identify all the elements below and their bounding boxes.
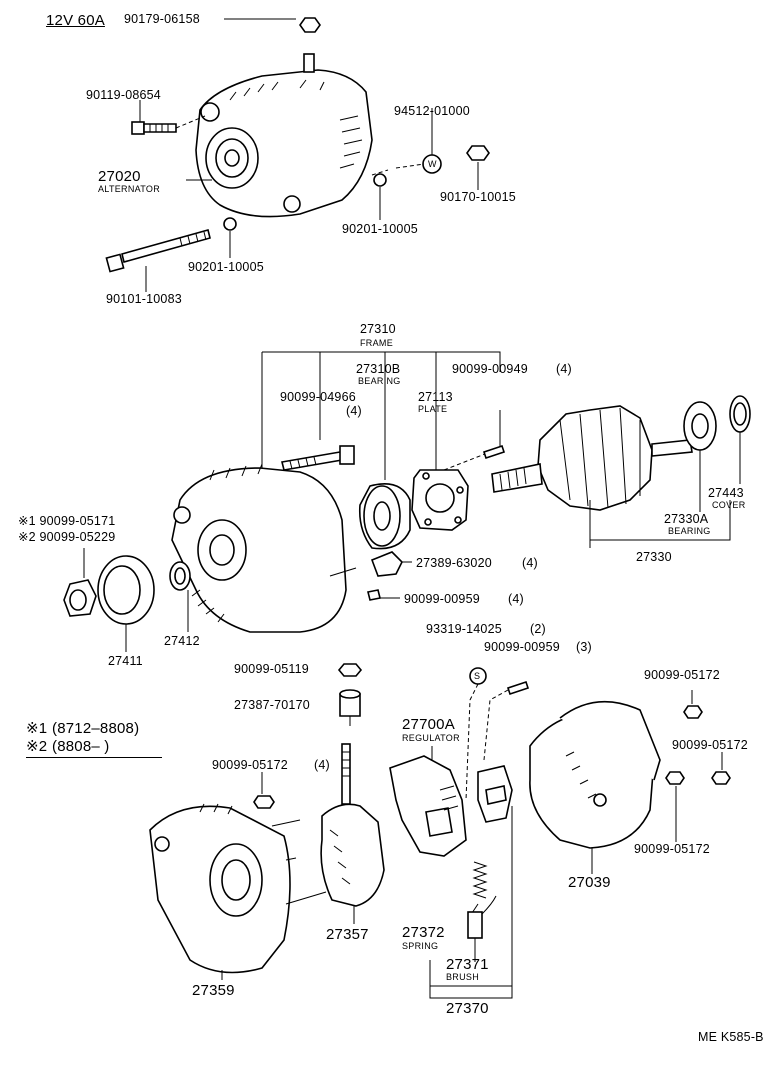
part-90099-05172-b: 90099-05172 [672, 738, 748, 752]
part-90201-10005-a: 90201-10005 [342, 222, 418, 236]
part-27443: 27443 [708, 486, 744, 500]
qty-90099-04966: (4) [346, 404, 362, 418]
brush-holder [429, 765, 513, 987]
qty-90099-00959-a: (4) [508, 592, 524, 606]
part-90099-04966: 90099-04966 [280, 390, 356, 404]
bearing-caption-b: BEARING [668, 526, 711, 536]
part-90179-06158: 90179-06158 [124, 12, 200, 26]
part-90119-08654: 90119-08654 [86, 88, 161, 102]
legend-range-2: (8808– ) [52, 738, 110, 755]
part-27310b: 27310B [356, 362, 401, 376]
part-90099-00959-a: 90099-00959 [404, 592, 480, 606]
rotor-27330 [491, 405, 731, 548]
regulator-caption: REGULATOR [402, 733, 460, 743]
legend-mark-2: ※2 [26, 738, 48, 755]
legend-underline [26, 757, 162, 758]
bearing-caption-a: BEARING [358, 376, 401, 386]
part-27310: 27310 [360, 322, 396, 336]
part-27330a: 27330A [664, 512, 709, 526]
cover-caption: COVER [712, 500, 746, 510]
part-27357: 27357 [326, 926, 369, 943]
part-90099-05171: ※1 90099-05171 [18, 514, 116, 528]
frame-group-brackets [261, 351, 501, 480]
drawing-code: ME K585-B [698, 1030, 764, 1044]
part-27371: 27371 [446, 956, 489, 973]
qty-90099-00949: (4) [556, 362, 572, 376]
spring-27372 [469, 861, 488, 917]
legend-range-1: (8712–8808) [52, 720, 140, 737]
part-27113: 27113 [418, 390, 453, 404]
washer-s-symbol: S [474, 671, 481, 681]
brush-27371 [467, 895, 497, 962]
regulator-27700a [389, 746, 467, 857]
bearing-27310b [358, 483, 411, 550]
legend-mark-1: ※1 [26, 720, 48, 737]
part-27387-70170: 27387-70170 [234, 698, 310, 712]
drive-end-frame [171, 445, 357, 633]
part-27372: 27372 [402, 924, 445, 941]
part-90099-05172-c: 90099-05172 [212, 758, 288, 772]
part-27389-63020: 27389-63020 [416, 556, 492, 570]
frame-caption: FRAME [360, 338, 393, 348]
plate-caption: PLATE [418, 404, 448, 414]
part-90201-10005-b: 90201-10005 [188, 260, 264, 274]
spring-caption: SPRING [402, 941, 439, 951]
plate-27113 [411, 444, 506, 531]
part-27020: 27020 [98, 168, 141, 185]
bottom-fasteners [253, 663, 731, 842]
rear-end-frame-27359 [149, 803, 327, 980]
part-27412: 27412 [164, 634, 200, 648]
part-27359: 27359 [192, 982, 235, 999]
diagram-title: 12V 60A [46, 12, 105, 29]
part-90170-10015: 90170-10015 [440, 190, 516, 204]
part-90099-00949: 90099-00949 [452, 362, 528, 376]
top-fasteners [105, 17, 490, 292]
part-27370: 27370 [446, 1000, 489, 1017]
part-27700a: 27700A [402, 716, 455, 733]
alternator-assembly [195, 53, 373, 218]
rectifier-27357 [320, 743, 385, 924]
part-90099-00959-b: 90099-00959 [484, 640, 560, 654]
qty-90099-00959-b: (3) [576, 640, 592, 654]
qty-90099-05172-c: (4) [314, 758, 330, 772]
cover-27443 [729, 395, 751, 484]
bottom-bracket-27370 [429, 986, 513, 999]
rear-cover-27039 [529, 700, 661, 874]
qty-27389-63020: (4) [522, 556, 538, 570]
part-27411: 27411 [108, 654, 143, 668]
part-90099-05172-d: 90099-05172 [634, 842, 710, 856]
alternator-caption: ALTERNATOR [98, 184, 161, 194]
part-90099-05119: 90099-05119 [234, 662, 309, 676]
pulley-parts [63, 548, 191, 652]
part-90101-10083: 90101-10083 [106, 292, 182, 306]
part-93319-14025: 93319-14025 [426, 622, 502, 636]
part-27039: 27039 [568, 874, 611, 891]
part-27330: 27330 [636, 550, 672, 564]
brush-caption: BRUSH [446, 972, 480, 982]
part-94512-01000: 94512-01000 [394, 104, 470, 118]
washer-w-symbol: W [428, 159, 437, 169]
part-90099-05172-a: 90099-05172 [644, 668, 720, 682]
insulator-27389 [367, 551, 412, 601]
qty-93319-14025: (2) [530, 622, 546, 636]
bearing-27330a [683, 401, 717, 512]
part-90099-05229: ※2 90099-05229 [18, 530, 116, 544]
